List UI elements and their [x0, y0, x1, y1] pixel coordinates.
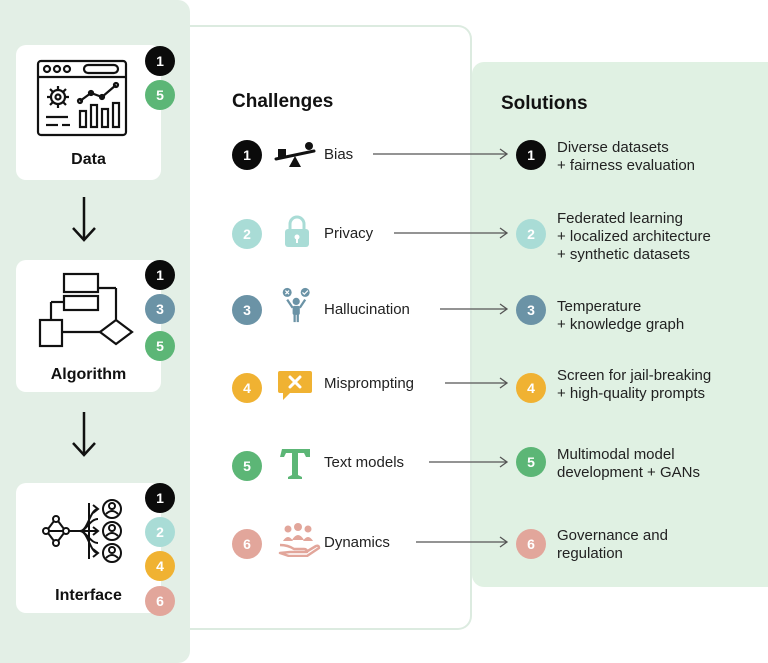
challenges-heading: Challenges: [232, 91, 334, 112]
challenge-label-text-models: Text models: [324, 454, 405, 471]
solutions-heading: Solutions: [501, 93, 588, 114]
solution-line: development + GANs: [557, 464, 700, 481]
stage-algorithm-badge-5: 5: [145, 331, 175, 361]
solution-line: Temperature: [557, 298, 642, 315]
solution-line: + synthetic datasets: [557, 246, 690, 263]
solution-line: + high-quality prompts: [557, 385, 705, 402]
stage-algorithm-badge-1: 1: [145, 260, 175, 290]
challenge-badge-1: 1: [232, 140, 262, 170]
confused-person-icon: [282, 287, 310, 323]
solution-line: Multimodal model: [557, 446, 675, 463]
challenge-solution-arrow: [416, 536, 509, 548]
challenge-solution-arrow: [373, 148, 509, 160]
text-icon: [280, 449, 310, 479]
solution-line: regulation: [557, 545, 623, 562]
solution-badge-6: 6: [516, 529, 546, 559]
challenge-badge-5: 5: [232, 451, 262, 481]
challenges-card: [190, 25, 472, 630]
solution-text-6: Governance and regulation: [557, 527, 668, 563]
stage-interface-badge-1: 1: [145, 483, 175, 513]
challenge-solution-arrow: [440, 303, 509, 315]
solution-badge-3: 3: [516, 295, 546, 325]
solution-line: Governance and: [557, 527, 668, 544]
people-hand-icon: [278, 523, 321, 557]
challenge-badge-6: 6: [232, 529, 262, 559]
stage-card-data: Data: [16, 45, 161, 180]
down-arrow-icon: [72, 197, 96, 242]
solution-line: + fairness evaluation: [557, 157, 696, 174]
stage-interface-badge-2: 2: [145, 517, 175, 547]
solution-line: Federated learning: [557, 210, 683, 227]
solution-badge-5: 5: [516, 447, 546, 477]
challenge-label-misprompting: Misprompting: [324, 375, 415, 392]
down-arrow-icon: [72, 412, 96, 457]
stage-card-algorithm: Algorithm: [16, 260, 161, 392]
network-users-icon: [42, 499, 122, 563]
error-chat-icon: [278, 371, 312, 400]
flowchart-icon: [38, 272, 134, 348]
dashboard-icon: [36, 59, 128, 137]
solution-line: + localized architecture: [557, 228, 711, 245]
challenge-label-dynamics: Dynamics: [324, 534, 390, 551]
solution-text-3: Temperature + knowledge graph: [557, 298, 684, 334]
stage-interface-badge-4: 4: [145, 551, 175, 581]
challenge-badge-4: 4: [232, 373, 262, 403]
solution-line: + knowledge graph: [557, 316, 685, 333]
solution-line: Screen for jail-breaking: [557, 367, 712, 384]
solution-badge-4: 4: [516, 373, 546, 403]
lock-icon: [285, 215, 309, 247]
stage-algorithm-badge-3: 3: [145, 294, 175, 324]
stage-data-badge-5: 5: [145, 80, 175, 110]
challenge-solution-arrow: [429, 456, 509, 468]
stage-title-interface: Interface: [55, 587, 122, 604]
challenge-label-bias: Bias: [324, 146, 354, 163]
stage-card-interface: Interface: [16, 483, 161, 613]
stage-title-algorithm: Algorithm: [50, 366, 127, 383]
solution-text-1: Diverse datasets + fairness evaluation: [557, 139, 695, 175]
solution-text-4: Screen for jail-breaking + high-quality …: [557, 367, 711, 403]
seesaw-icon: [274, 142, 316, 167]
solution-badge-1: 1: [516, 140, 546, 170]
solution-line: Diverse datasets: [557, 139, 669, 156]
challenge-label-privacy: Privacy: [324, 225, 374, 242]
stage-title-data: Data: [71, 151, 106, 168]
solution-badge-2: 2: [516, 219, 546, 249]
solution-text-5: Multimodal model development + GANs: [557, 446, 700, 482]
solution-text-2: Federated learning + localized architect…: [557, 210, 711, 264]
challenge-solution-arrow: [394, 227, 509, 239]
challenge-badge-3: 3: [232, 295, 262, 325]
stage-interface-badge-6: 6: [145, 586, 175, 616]
challenge-label-hallucination: Hallucination: [324, 301, 410, 318]
challenge-solution-arrow: [445, 377, 509, 389]
stage-data-badge-1: 1: [145, 46, 175, 76]
challenge-badge-2: 2: [232, 219, 262, 249]
